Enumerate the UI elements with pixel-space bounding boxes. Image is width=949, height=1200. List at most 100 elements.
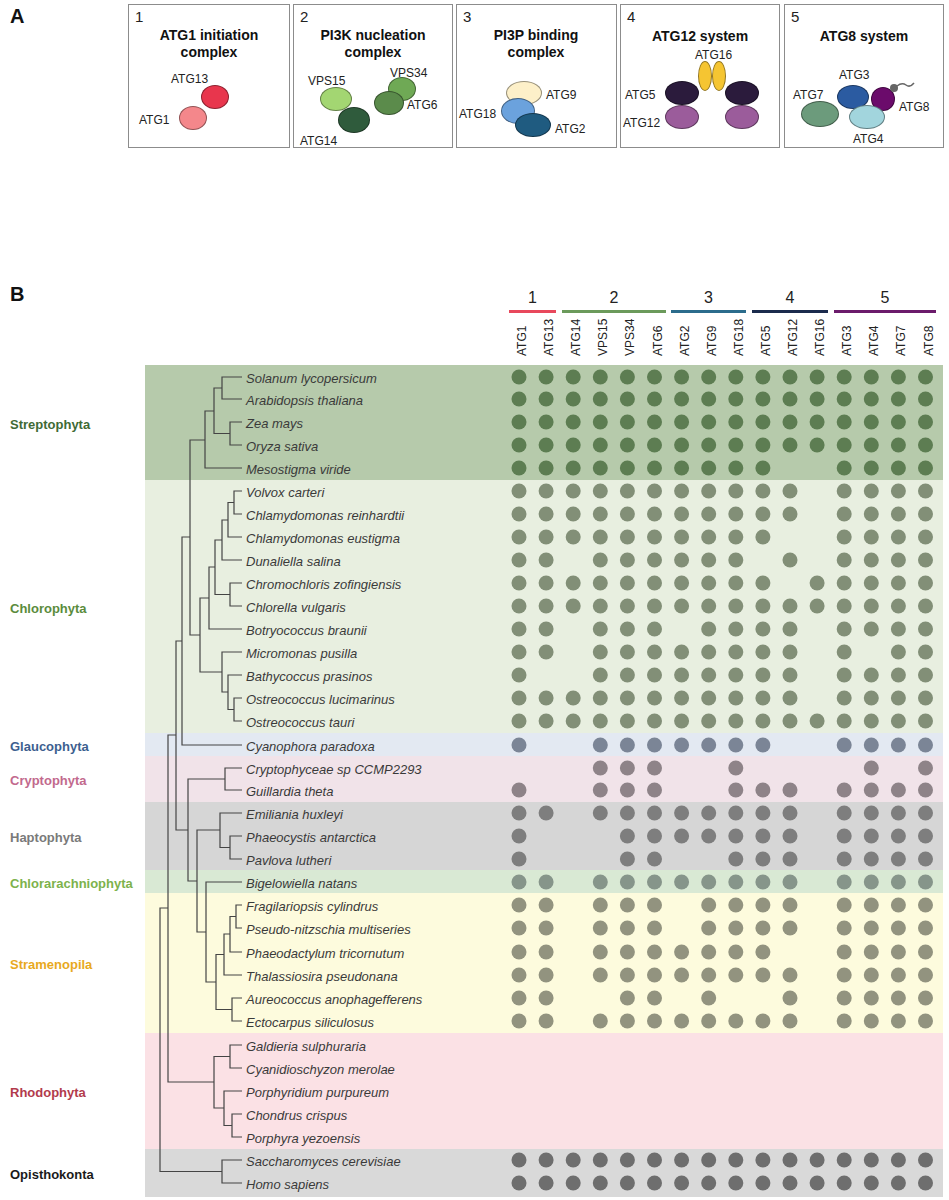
species-name: Arabidopsis thaliana [246, 393, 363, 408]
text-slot: 1 [135, 8, 143, 26]
lipid-tail [889, 81, 915, 93]
presence-dot [593, 968, 608, 983]
presence-dot [728, 1014, 743, 1029]
presence-dot [918, 714, 933, 729]
protein-ellipse [849, 105, 885, 129]
protein-label: ATG5 [625, 88, 655, 102]
presence-dot [783, 691, 798, 706]
presence-dot [864, 530, 879, 545]
presence-dot [864, 829, 879, 844]
presence-dot [512, 714, 527, 729]
text-slot: B [10, 282, 24, 306]
presence-dot [891, 484, 906, 499]
presence-dot [755, 415, 770, 430]
protein-label: ATG7 [793, 88, 823, 102]
presence-dot [620, 438, 635, 453]
presence-dot [891, 370, 906, 385]
presence-dot [593, 783, 608, 798]
presence-dot [891, 806, 906, 821]
presence-dot [539, 576, 554, 591]
species-name: Ostreococcus lucimarinus [246, 692, 395, 707]
text-slot: Dunaliella salina [246, 552, 341, 570]
presence-dot [674, 370, 689, 385]
presence-dot [810, 370, 825, 385]
presence-dot [539, 806, 554, 821]
presence-dot [512, 553, 527, 568]
presence-dot [837, 968, 852, 983]
text-slot: VPS34 [390, 63, 427, 81]
text-slot: Galdieria sulphuraria [246, 1037, 366, 1055]
panel-number: 2 [300, 8, 308, 25]
taxon-name: Streptophyta [10, 417, 90, 432]
presence-dot [674, 576, 689, 591]
taxon-name: Chlorophyta [10, 601, 87, 616]
presence-dot [783, 991, 798, 1006]
presence-dot [512, 1014, 527, 1029]
protein-label: ATG3 [839, 68, 869, 82]
presence-dot [620, 945, 635, 960]
presence-dot [701, 898, 716, 913]
text-slot: 1 [513, 288, 553, 307]
presence-dot [837, 415, 852, 430]
presence-dot [918, 438, 933, 453]
presence-dot [783, 668, 798, 683]
protein-node: ATG2 [515, 111, 591, 139]
presence-dot [837, 1176, 852, 1191]
presence-dot [864, 945, 879, 960]
presence-dot [647, 622, 662, 637]
presence-dot [783, 392, 798, 407]
presence-dot [701, 370, 716, 385]
presence-dot [701, 1176, 716, 1191]
presence-dot [810, 1153, 825, 1168]
presence-dot [837, 714, 852, 729]
presence-dot [837, 576, 852, 591]
presence-dot [728, 852, 743, 867]
text-slot: ATG16 [695, 45, 732, 63]
presence-dot [512, 599, 527, 614]
presence-dot [728, 622, 743, 637]
presence-dot [891, 1153, 906, 1168]
presence-dot [512, 691, 527, 706]
panel-letter: A [10, 5, 24, 27]
presence-dot [512, 645, 527, 660]
presence-dot [864, 576, 879, 591]
complex-title: ATG12 system [652, 28, 748, 45]
text-slot: ATG14 [300, 131, 337, 149]
protein-node: ATG5 [625, 79, 761, 107]
group-number: 3 [704, 289, 713, 306]
presence-dot [918, 622, 933, 637]
group-bar [562, 310, 666, 313]
presence-dot [512, 991, 527, 1006]
presence-dot [593, 668, 608, 683]
presence-dot [837, 806, 852, 821]
presence-dot [593, 484, 608, 499]
presence-dot [674, 668, 689, 683]
species-name: Emiliania huxleyi [246, 807, 343, 822]
text-slot: Thalassiosira pseudonana [246, 967, 398, 985]
protein-label: VPS34 [390, 66, 427, 80]
presence-dot [593, 530, 608, 545]
gene-header: ATG2 [678, 326, 692, 356]
text-slot: Chlorella vulgaris [246, 598, 346, 616]
presence-dot [539, 370, 554, 385]
presence-dot [620, 599, 635, 614]
taxon-band: Opisthokonta [0, 1149, 943, 1197]
presence-dot [620, 1014, 635, 1029]
text-slot: Porphyra yezoensis [246, 1129, 360, 1147]
presence-dot [512, 829, 527, 844]
presence-dot [701, 714, 716, 729]
presence-dot [539, 438, 554, 453]
presence-dot [566, 1153, 581, 1168]
text-slot: Phaeocystis antarctica [246, 828, 376, 846]
text-slot: ATG13 [539, 319, 557, 356]
presence-dot [512, 945, 527, 960]
presence-dot [674, 553, 689, 568]
presence-dot [701, 645, 716, 660]
presence-dot [891, 852, 906, 867]
protein-label: ATG8 [899, 100, 929, 114]
presence-dot [539, 898, 554, 913]
gene-header: ATG12 [786, 319, 800, 356]
presence-dot [837, 553, 852, 568]
protein-label: ATG16 [695, 48, 732, 62]
presence-dot [810, 576, 825, 591]
